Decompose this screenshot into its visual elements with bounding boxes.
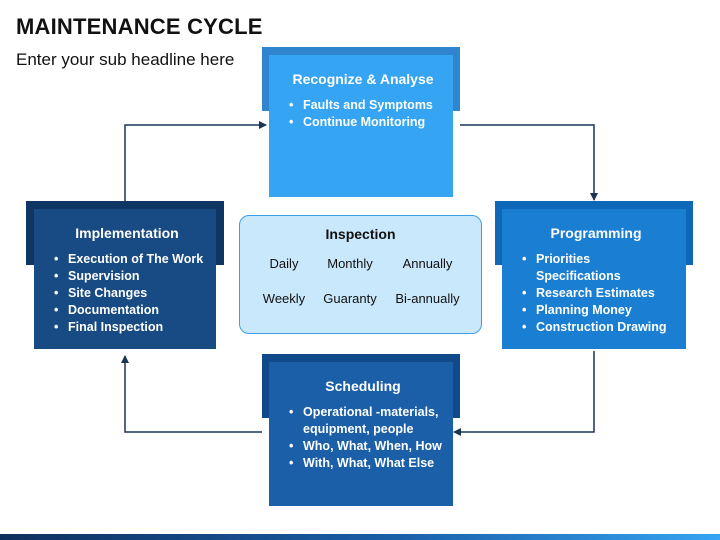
list-item: Planning Money bbox=[522, 302, 676, 319]
card-body: Implementation Execution of The Work Sup… bbox=[34, 209, 216, 349]
card-body: Scheduling Operational -materials, equip… bbox=[269, 362, 453, 506]
scheduling-card: Scheduling Operational -materials, equip… bbox=[262, 354, 460, 506]
page-title: MAINTENANCE CYCLE bbox=[16, 14, 263, 39]
frequency-label: Monthly bbox=[327, 256, 373, 271]
list-item: Priorities Specifications bbox=[522, 251, 676, 285]
page-subtitle: Enter your sub headline here bbox=[16, 50, 235, 69]
bullet-list: Faults and Symptoms Continue Monitoring bbox=[283, 97, 443, 131]
list-item: Documentation bbox=[54, 302, 206, 319]
list-item: Research Estimates bbox=[522, 285, 676, 302]
list-item: Site Changes bbox=[54, 285, 206, 302]
card-title: Programming bbox=[550, 225, 642, 241]
frequency-label: Guaranty bbox=[323, 291, 377, 306]
bullet-list: Operational -materials, equipment, peopl… bbox=[283, 404, 443, 472]
footer-accent-bar bbox=[0, 534, 720, 540]
frequency-label: Daily bbox=[269, 256, 299, 271]
arrow-recognize-to-programming bbox=[460, 124, 598, 201]
card-body: Programming Priorities Specifications Re… bbox=[502, 209, 686, 349]
bullet-list: Priorities Specifications Research Estim… bbox=[516, 251, 676, 336]
card-title: Scheduling bbox=[325, 378, 401, 394]
list-item: Final Inspection bbox=[54, 319, 206, 336]
frequency-label: Annually bbox=[402, 256, 453, 271]
inspection-box: Inspection Daily Monthly Annually Weekly… bbox=[239, 215, 482, 334]
recognize-analyse-card: Recognize & Analyse Faults and Symptoms … bbox=[262, 47, 460, 199]
list-item: Construction Drawing bbox=[522, 319, 676, 336]
list-item: Faults and Symptoms bbox=[289, 97, 443, 114]
card-body: Recognize & Analyse Faults and Symptoms … bbox=[269, 55, 453, 197]
inspection-title: Inspection bbox=[325, 226, 396, 242]
arrow-scheduling-to-implementation bbox=[121, 355, 262, 433]
frequency-label: Bi-annually bbox=[395, 291, 460, 306]
list-item: Execution of The Work bbox=[54, 251, 206, 268]
card-title: Recognize & Analyse bbox=[292, 71, 434, 87]
frequency-label: Weekly bbox=[262, 291, 306, 306]
implementation-card: Implementation Execution of The Work Sup… bbox=[26, 201, 224, 351]
arrow-implementation-to-recognize bbox=[124, 121, 267, 201]
inspection-frequency-grid: Daily Monthly Annually Weekly Guaranty B… bbox=[254, 256, 469, 306]
list-item: Continue Monitoring bbox=[289, 114, 443, 131]
card-title: Implementation bbox=[75, 225, 179, 241]
arrow-programming-to-scheduling bbox=[453, 351, 595, 436]
list-item: Who, What, When, How bbox=[289, 438, 443, 455]
list-item: With, What, What Else bbox=[289, 455, 443, 472]
list-item: Operational -materials, equipment, peopl… bbox=[289, 404, 443, 438]
programming-card: Programming Priorities Specifications Re… bbox=[495, 201, 693, 351]
bullet-list: Execution of The Work Supervision Site C… bbox=[48, 251, 206, 336]
list-item: Supervision bbox=[54, 268, 206, 285]
